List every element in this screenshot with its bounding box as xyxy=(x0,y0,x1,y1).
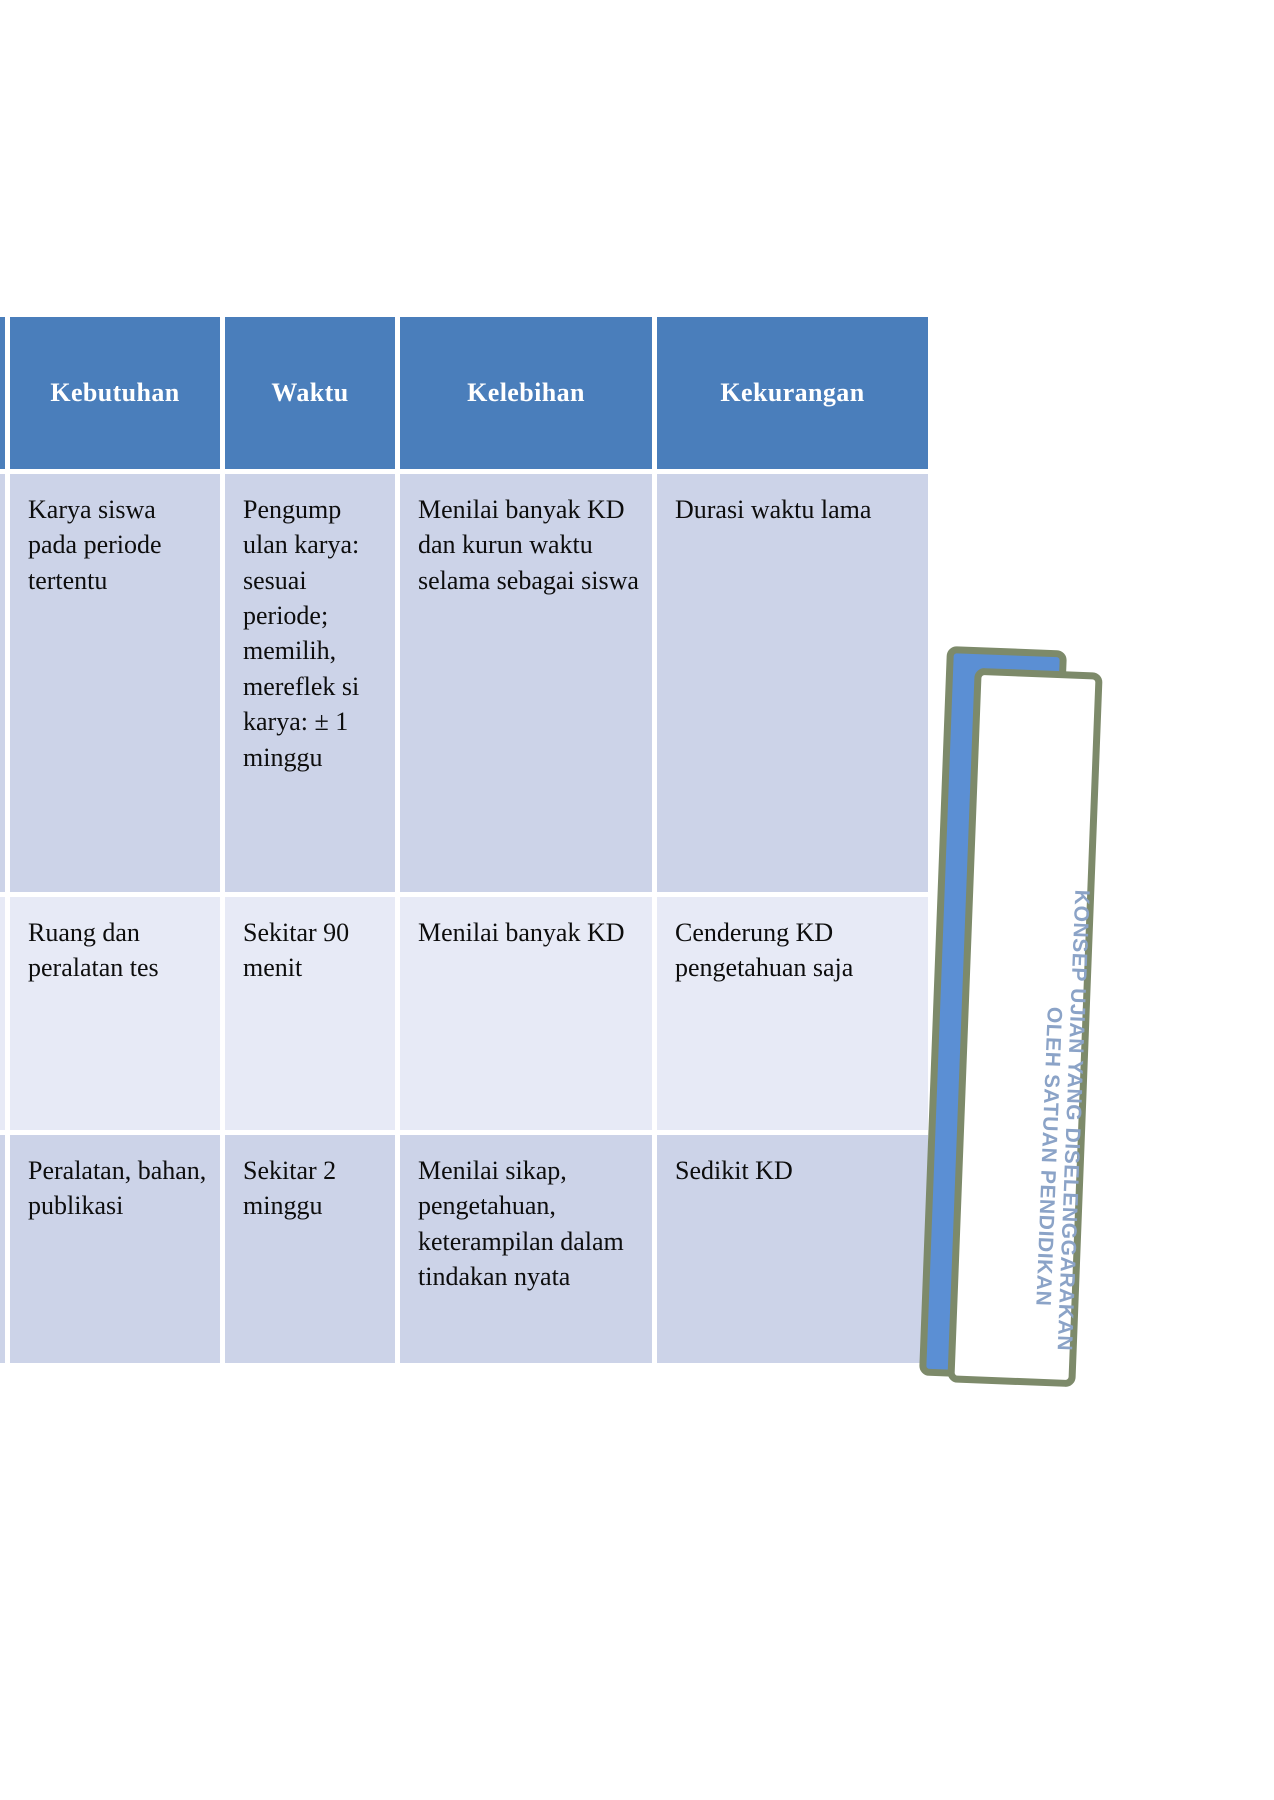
cell-kelebihan: Menilai banyak KD xyxy=(400,897,652,1130)
cell-waktu: Pengump ulan karya: sesuai periode; memi… xyxy=(225,474,395,892)
cell-kekurangan: Cenderung KD pengetahuan saja xyxy=(657,897,928,1130)
cell-kebutuhan: Karya siswa pada periode tertentu xyxy=(10,474,220,892)
column-header-blank xyxy=(0,317,5,469)
column-header-waktu: Waktu xyxy=(225,317,395,469)
cell-kelebihan: Menilai sikap, pengetahuan, keterampilan… xyxy=(400,1135,652,1363)
cell-kebutuhan: Peralatan, bahan, publikasi xyxy=(10,1135,220,1363)
column-header-kebutuhan: Kebutuhan xyxy=(10,317,220,469)
comparison-table: Kebutuhan Waktu Kelebihan Kekurangan Kar… xyxy=(0,312,933,1368)
cell-kekurangan: Durasi waktu lama xyxy=(657,474,928,892)
cell-waktu: Sekitar 2 minggu xyxy=(225,1135,395,1363)
cell-blank xyxy=(0,1135,5,1363)
column-header-kelebihan: Kelebihan xyxy=(400,317,652,469)
table-body: Karya siswa pada periode tertentu Pengum… xyxy=(0,474,928,1363)
cell-blank xyxy=(0,474,5,892)
side-banner: KONSEP UJIAN YANG DISELENGGARAKAN OLEH S… xyxy=(919,640,1155,1400)
cell-waktu: Sekitar 90 menit xyxy=(225,897,395,1130)
cell-kekurangan: Sedikit KD xyxy=(657,1135,928,1363)
table-row: Peralatan, bahan, publikasi Sekitar 2 mi… xyxy=(0,1135,928,1363)
table-row: Ruang dan peralatan tes Sekitar 90 menit… xyxy=(0,897,928,1130)
table-header-row: Kebutuhan Waktu Kelebihan Kekurangan xyxy=(0,317,928,469)
table-row: Karya siswa pada periode tertentu Pengum… xyxy=(0,474,928,892)
column-header-kekurangan: Kekurangan xyxy=(657,317,928,469)
comparison-table-container: Kebutuhan Waktu Kelebihan Kekurangan Kar… xyxy=(0,312,928,1368)
cell-kebutuhan: Ruang dan peralatan tes xyxy=(10,897,220,1130)
cell-kelebihan: Menilai banyak KD dan kurun waktu selama… xyxy=(400,474,652,892)
table-header: Kebutuhan Waktu Kelebihan Kekurangan xyxy=(0,317,928,469)
cell-blank xyxy=(0,897,5,1130)
